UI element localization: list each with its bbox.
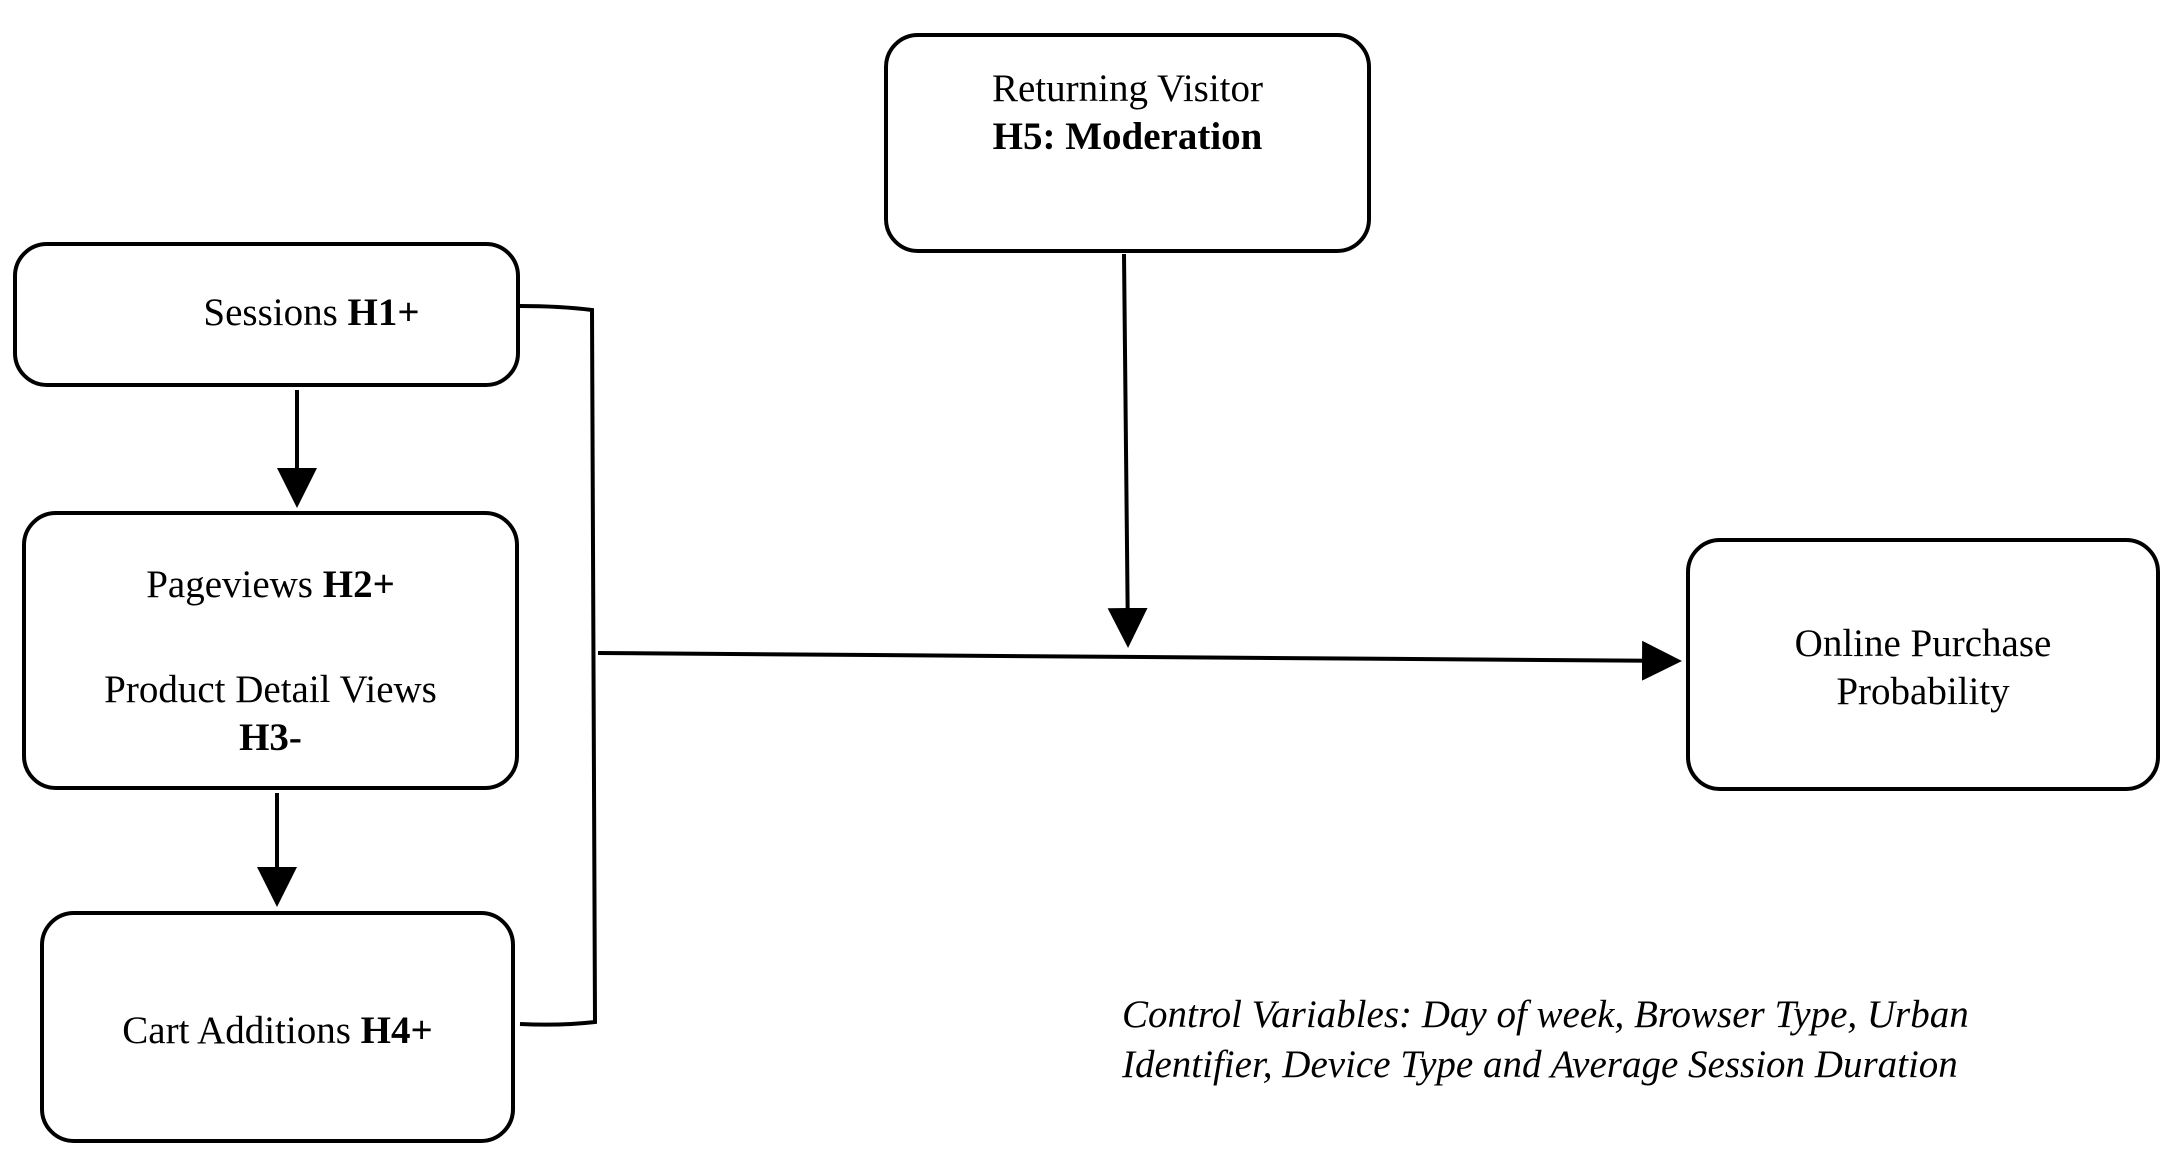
sessions-node: Sessions H1+ <box>13 242 520 387</box>
product-detail-views-label: Product Detail Views <box>104 668 437 711</box>
returning-visitor-label: Returning Visitor <box>991 67 1264 110</box>
arrow-moderation <box>1107 253 1148 648</box>
h1-hypothesis-label: H1+ <box>347 291 420 334</box>
online-purchase-probability-node: Online Purchase Probability <box>1686 538 2160 791</box>
h2-hypothesis-label: H2+ <box>322 563 395 606</box>
arrow-main-effect <box>597 640 1682 681</box>
returning-visitor-node: Returning Visitor H5: Moderation <box>884 33 1371 253</box>
sessions-label: Sessions <box>203 291 338 334</box>
control-variables-line2: Identifier, Device Type and Average Sess… <box>1122 1043 1958 1086</box>
cart-additions-label: Cart Additions <box>122 1009 351 1052</box>
cart-additions-node: Cart Additions H4+ <box>40 911 515 1143</box>
outcome-label-line1: Online Purchase <box>1794 622 2052 665</box>
pageviews-label: Pageviews <box>146 563 313 606</box>
predictor-bracket <box>519 304 598 1027</box>
h5-hypothesis-label: H5: Moderation <box>992 115 1263 158</box>
outcome-label-line2: Probability <box>1836 670 2010 713</box>
control-variables-line1: Control Variables: Day of week, Browser … <box>1122 993 1969 1036</box>
control-variables-note: Control Variables: Day of week, Browser … <box>1122 990 1969 1090</box>
h3-hypothesis-label: H3- <box>239 716 302 759</box>
pageviews-node: Pageviews H2+ Product Detail Views H3- <box>22 511 519 790</box>
h4-hypothesis-label: H4+ <box>360 1009 433 1052</box>
